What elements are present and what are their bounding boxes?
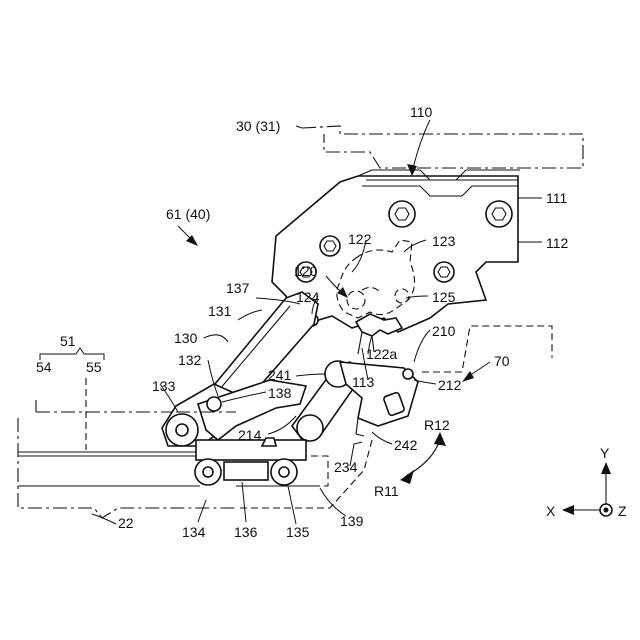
label-234: 234 <box>334 459 358 475</box>
label-51: 51 <box>60 333 76 349</box>
label-132: 132 <box>178 352 202 368</box>
axis-labels: Y X Z <box>546 445 627 519</box>
label-30-31: 30 (31) <box>236 118 280 134</box>
label-212: 212 <box>438 377 462 393</box>
label-22: 22 <box>118 515 134 531</box>
axes-symbol <box>562 462 612 516</box>
label-112: 112 <box>546 235 569 251</box>
label-55: 55 <box>86 359 102 375</box>
label-R11: R11 <box>374 483 399 499</box>
label-122: 122 <box>348 231 372 247</box>
label-133: 133 <box>152 378 176 394</box>
label-110: 110 <box>410 104 433 120</box>
label-R12: R12 <box>424 417 450 433</box>
label-210: 210 <box>432 323 456 339</box>
label-61-40: 61 (40) <box>166 206 210 222</box>
label-54: 54 <box>36 359 52 375</box>
label-135: 135 <box>286 524 310 540</box>
label-131: 131 <box>208 303 232 319</box>
roller-214 <box>297 415 323 441</box>
label-124: 124 <box>296 289 320 305</box>
roller-133 <box>166 414 198 446</box>
label-134: 134 <box>182 524 206 540</box>
label-139: 139 <box>340 513 364 529</box>
axis-x-label: X <box>546 503 556 519</box>
label-113: 113 <box>352 374 375 390</box>
label-111: 111 <box>546 190 567 206</box>
label-120: 120 <box>294 263 318 279</box>
label-137: 137 <box>226 280 250 296</box>
label-122a: 122a <box>366 346 397 362</box>
axis-y-label: Y <box>600 445 610 461</box>
bolt-middle <box>320 236 340 256</box>
label-130: 130 <box>174 330 198 346</box>
label-125: 125 <box>432 289 456 305</box>
pin-138 <box>207 397 221 411</box>
label-70: 70 <box>494 353 510 369</box>
label-242: 242 <box>394 437 418 453</box>
label-138: 138 <box>268 385 292 401</box>
wheel-135 <box>271 459 297 485</box>
bolt-right <box>486 201 512 227</box>
label-136: 136 <box>234 524 258 540</box>
bolt-left <box>389 201 415 227</box>
label-123: 123 <box>432 233 456 249</box>
bolt-small-right <box>434 262 454 282</box>
axis-z-label: Z <box>618 503 627 519</box>
seat-frame-outline <box>302 126 583 168</box>
label-214: 214 <box>238 427 262 443</box>
label-241: 241 <box>268 367 292 383</box>
wheel-134 <box>195 459 221 485</box>
